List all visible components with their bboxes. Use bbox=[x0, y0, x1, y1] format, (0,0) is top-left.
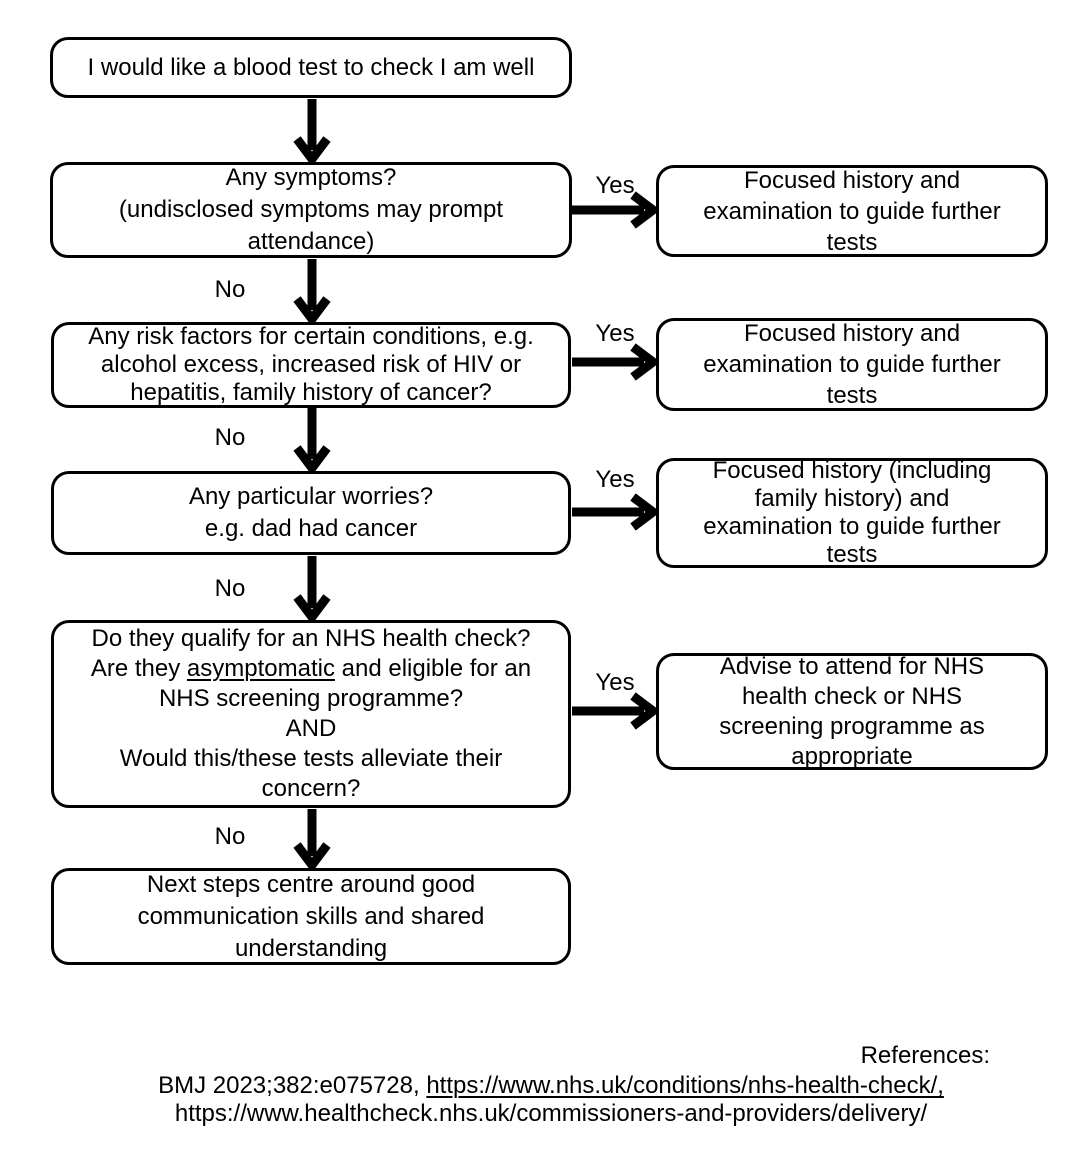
node-end-communication: Next steps centre around good communicat… bbox=[51, 868, 571, 965]
node-question-symptoms-text: Any symptoms? (undisclosed symptoms may … bbox=[118, 164, 504, 255]
node-question-risk-factors-text: Any risk factors for certain conditions,… bbox=[88, 323, 534, 406]
node-outcome-focused-1-text: Focused history and examination to guide… bbox=[703, 166, 1001, 256]
arrow-down-worries-to-nhscheck bbox=[293, 556, 331, 625]
node-question-worries: Any particular worries? e.g. dad had can… bbox=[51, 471, 571, 555]
edge-label-yes-3: Yes bbox=[595, 466, 635, 493]
node-outcome-focused-family: Focused history (including family histor… bbox=[656, 457, 1048, 568]
nhs-health-check-link[interactable]: https://www.nhs.uk/conditions/nhs-health… bbox=[426, 1072, 944, 1099]
edge-label-yes-4: Yes bbox=[595, 669, 635, 696]
arrow-right-worries-yes bbox=[572, 493, 661, 531]
arrow-right-nhscheck-yes bbox=[572, 692, 661, 730]
node-end-communication-text: Next steps centre around good communicat… bbox=[137, 870, 485, 962]
node-outcome-focused-1: Focused history and examination to guide… bbox=[656, 165, 1048, 257]
reference-bmj-citation: BMJ 2023;382:e075728, bbox=[158, 1072, 427, 1099]
node-outcome-focused-2-text: Focused history and examination to guide… bbox=[703, 320, 1001, 409]
node-question-worries-text: Any particular worries? e.g. dad had can… bbox=[188, 483, 434, 542]
edge-label-yes-1: Yes bbox=[595, 172, 635, 199]
node-question-nhs-check-text: Do they qualify for an NHS health check?… bbox=[54, 624, 568, 804]
node-question-symptoms: Any symptoms? (undisclosed symptoms may … bbox=[50, 162, 572, 258]
arrow-down-symptoms-to-risk bbox=[293, 259, 331, 327]
node-question-risk-factors: Any risk factors for certain conditions,… bbox=[51, 322, 571, 408]
edge-label-no-2: No bbox=[214, 424, 246, 451]
references-heading: References: bbox=[860, 1042, 990, 1069]
node-question-nhs-check: Do they qualify for an NHS health check?… bbox=[51, 620, 571, 808]
references-line-1: BMJ 2023;382:e075728, https://www.nhs.uk… bbox=[51, 1072, 1051, 1100]
references-line-2: https://www.healthcheck.nhs.uk/commissio… bbox=[174, 1100, 928, 1127]
node-outcome-focused-2: Focused history and examination to guide… bbox=[656, 318, 1048, 411]
node-outcome-focused-family-text: Focused history (including family histor… bbox=[703, 457, 1001, 568]
edge-label-yes-2: Yes bbox=[595, 320, 635, 347]
arrow-down-start-to-symptoms bbox=[293, 99, 331, 167]
nhs-check-text-underlined: asymptomatic bbox=[186, 655, 335, 682]
arrow-down-risk-to-worries bbox=[293, 408, 331, 476]
node-outcome-nhs-advise-text: Advise to attend for NHS health check or… bbox=[719, 652, 985, 770]
arrow-down-nhscheck-to-end bbox=[293, 809, 331, 873]
node-outcome-nhs-advise: Advise to attend for NHS health check or… bbox=[656, 653, 1048, 770]
nhs-check-text-post: and eligible for an NHS screening progra… bbox=[119, 655, 532, 802]
edge-label-no-4: No bbox=[214, 823, 246, 850]
edge-label-no-3: No bbox=[214, 575, 246, 602]
node-start: I would like a blood test to check I am … bbox=[50, 37, 572, 98]
edge-label-no-1: No bbox=[214, 276, 246, 303]
arrow-right-symptoms-yes bbox=[572, 191, 661, 229]
node-start-text: I would like a blood test to check I am … bbox=[87, 53, 535, 81]
nhs-check-text-pre: Do they qualify for an NHS health check?… bbox=[90, 625, 531, 682]
arrow-right-risk-yes bbox=[572, 343, 661, 381]
